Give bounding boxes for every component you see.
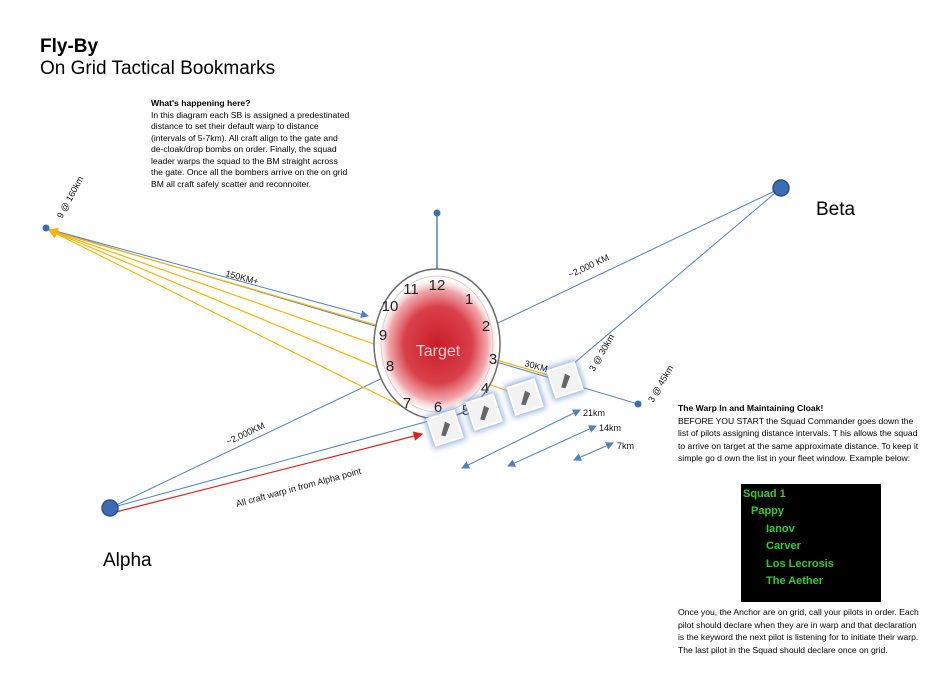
bomber-ship-icon	[503, 375, 547, 419]
description-body: In this diagram each SB is assigned a pr…	[151, 109, 350, 189]
clock-number-10: 10	[382, 298, 399, 315]
description-block: What's happening here? In this diagram e…	[151, 98, 351, 190]
clock-number-11: 11	[403, 281, 419, 298]
distance-arrow-7km	[573, 442, 614, 461]
beta-node	[772, 179, 790, 197]
beta-to-bm-line	[559, 187, 782, 376]
clock-number-9: 9	[379, 327, 387, 344]
squad-member: Ianov	[766, 523, 795, 535]
bomber-ship-icon	[423, 406, 467, 450]
distance-label-2000km-alpha: ~2,000KM	[225, 420, 267, 447]
clock-number-4: 4	[481, 380, 489, 397]
target-label: Target	[416, 343, 461, 360]
squad-name: Squad 1	[743, 488, 786, 500]
warp-in-instructions: The Warp In and Maintaining Cloak! BEFOR…	[678, 402, 924, 465]
distance-label-21km: 21km	[583, 408, 605, 418]
clock-number-6: 6	[434, 399, 442, 416]
alpha-warp-label: All craft warp in from Alpha point	[235, 466, 363, 509]
clock-number-8: 8	[386, 358, 394, 375]
beta-label: Beta	[816, 199, 856, 220]
clock-number-1: 1	[465, 291, 473, 308]
squad-leader: Pappy	[751, 505, 785, 517]
alpha-to-target-line	[109, 417, 441, 509]
target-glow	[376, 275, 500, 415]
squad-member: Carver	[766, 540, 801, 552]
clock-number-12: 12	[429, 277, 446, 294]
bomber-ship-icon	[543, 358, 587, 402]
warp-in-heading: The Warp In and Maintaining Cloak!	[678, 403, 824, 413]
bm9-to-target-line	[47, 228, 369, 319]
warp-order-instructions: Once you, the Anchor are on grid, call y…	[678, 607, 919, 655]
bookmark-label-3-45km: 3 @ 45km	[646, 363, 675, 404]
bookmark-label-3-30km: 3 @ 30km	[587, 332, 616, 373]
clock-number-3: 3	[489, 351, 497, 368]
distance-label-2000km-beta: ~2,000 KM	[567, 252, 611, 280]
page-title: Fly-By	[40, 36, 99, 57]
page-subtitle: On Grid Tactical Bookmarks	[40, 58, 276, 79]
alpha-node	[101, 499, 119, 517]
squad-member: The Aether	[766, 575, 824, 587]
bm9-node	[42, 224, 50, 232]
bm3-45-node	[634, 400, 642, 408]
distance-label-14km: 14km	[599, 423, 621, 433]
clock-number-7: 7	[403, 395, 411, 412]
description-heading: What's happening here?	[151, 98, 251, 108]
distance-label-7km: 7km	[617, 441, 634, 451]
alpha-label: Alpha	[103, 550, 152, 571]
squad-list-panel: Squad 1 Pappy Ianov Carver Los Lecrosis …	[741, 484, 881, 602]
bookmark-label-9-160km: 9 @ 160km	[55, 174, 85, 219]
top-bookmark-dot	[433, 209, 441, 217]
distance-arrow-14km	[507, 425, 597, 467]
bomber-ship-icon	[462, 390, 506, 434]
squad-member: Los Lecrosis	[766, 558, 834, 570]
clock-number-2: 2	[482, 318, 490, 335]
ship-warp-line-1	[47, 229, 446, 429]
warp-in-body: BEFORE YOU START the Squad Commander goe…	[678, 415, 919, 464]
alpha-warp-arrow	[111, 431, 424, 514]
distance-label-150km: 150KM+	[224, 268, 259, 286]
